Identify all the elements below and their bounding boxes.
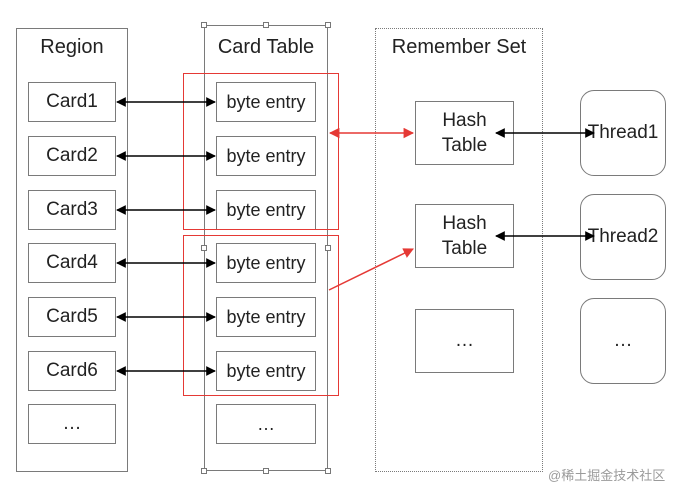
hash-table-1-line1: Hash [442,110,487,131]
region-column: Region [16,28,128,472]
remember-set-column: Remember Set [375,28,543,472]
thread-more: … [580,298,666,384]
remember-set-more: … [415,309,514,373]
selection-handle [325,245,331,251]
byte-entry-3: byte entry [216,190,316,230]
byte-entry-5: byte entry [216,297,316,337]
hash-table-2-line1: Hash [442,213,487,234]
hash-table-1-line2: Table [441,135,488,156]
byte-entry-1: byte entry [216,82,316,122]
region-more: … [28,404,116,444]
card-table-more: … [216,404,316,444]
card-table-title: Card Table [217,36,315,58]
selection-handle [325,468,331,474]
selection-handle [263,22,269,28]
group2-hash2-arrow [328,248,414,291]
card-1: Card1 [28,82,116,122]
byte-entry-6: byte entry [216,351,316,391]
watermark: @稀土掘金技术社区 [548,468,666,483]
card-3: Card3 [28,190,116,230]
byte-entry-2: byte entry [216,136,316,176]
card-4: Card4 [28,243,116,283]
card-2: Card2 [28,136,116,176]
selection-handle [201,22,207,28]
selection-handle [201,468,207,474]
selection-handle [201,245,207,251]
card-5: Card5 [28,297,116,337]
hash-table-2-line2: Table [441,238,488,259]
hash-table-1: Hash Table [415,101,514,165]
selection-handle [263,468,269,474]
byte-entry-4: byte entry [216,243,316,283]
card-6: Card6 [28,351,116,391]
selection-handle [325,22,331,28]
remember-set-title: Remember Set [391,36,527,58]
region-title: Region [40,36,104,58]
